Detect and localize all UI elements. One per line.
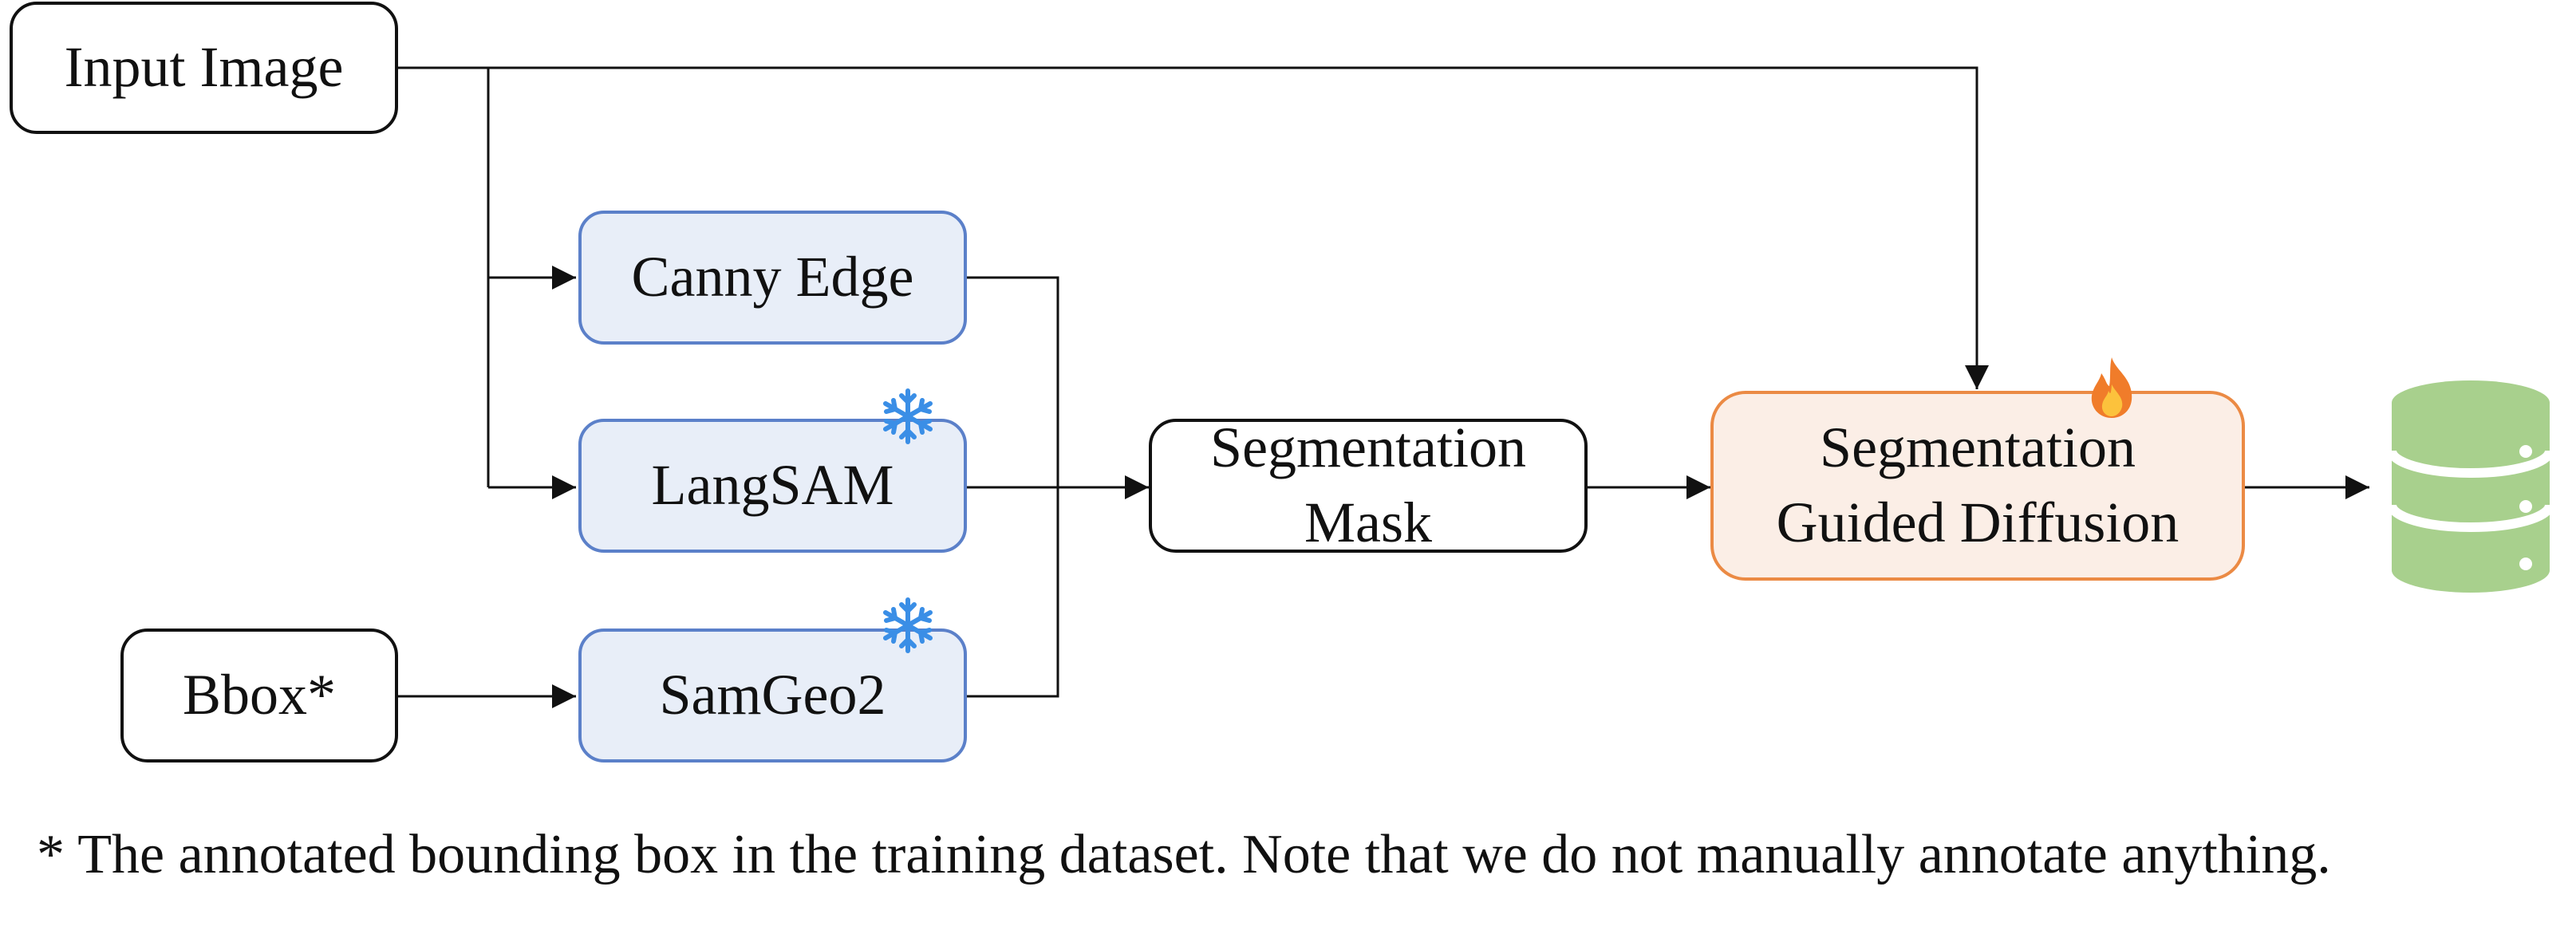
input-image-label: Input Image	[64, 35, 344, 100]
diffusion-line2: Guided Diffusion	[1776, 491, 2180, 554]
bbox-label: Bbox*	[182, 663, 337, 727]
canny-edge-node: Canny Edge	[578, 211, 967, 345]
footnote: * The annotated bounding box in the trai…	[37, 824, 2331, 885]
segmentation-guided-diffusion-node: Segmentation Guided Diffusion	[1710, 391, 2245, 581]
connector-input-to-diffusion	[395, 66, 1989, 389]
segmentation-mask-line1: Segmentation	[1210, 416, 1526, 480]
input-image-node: Input Image	[10, 2, 398, 134]
langsam-node: LangSAM	[578, 419, 967, 553]
langsam-label: LangSAM	[651, 453, 894, 518]
samgeo2-node: SamGeo2	[578, 628, 967, 762]
samgeo2-label: SamGeo2	[659, 663, 886, 727]
snowflake-icon	[883, 388, 933, 444]
database-icon	[2387, 380, 2554, 593]
flame-icon	[2091, 357, 2132, 418]
canny-edge-label: Canny Edge	[631, 245, 914, 309]
bbox-node: Bbox*	[120, 628, 398, 762]
segmentation-mask-node: Segmentation Mask	[1149, 416, 1588, 554]
segmentation-mask-line2: Mask	[1304, 491, 1432, 554]
snowflake-icon	[883, 597, 933, 653]
diffusion-line1: Segmentation	[1820, 416, 2136, 480]
